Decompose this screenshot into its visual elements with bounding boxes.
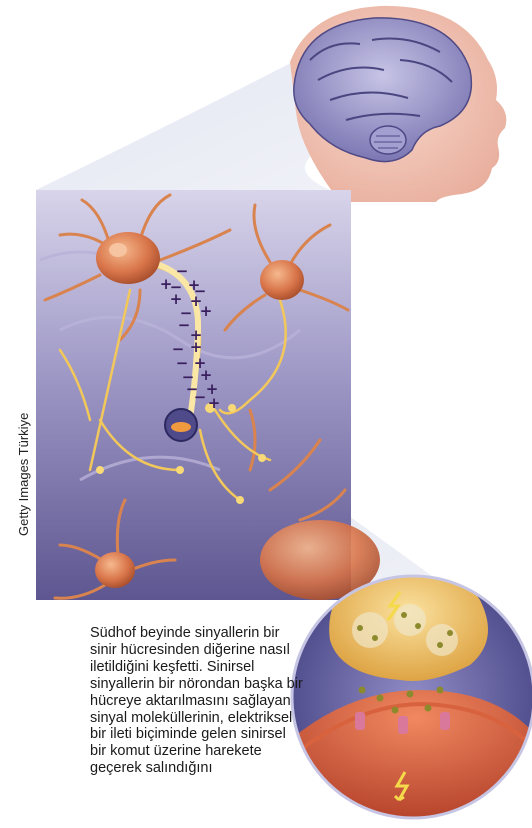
caption-text: Südhof beyinde sinyallerin bir sinir hüc… (90, 625, 305, 777)
